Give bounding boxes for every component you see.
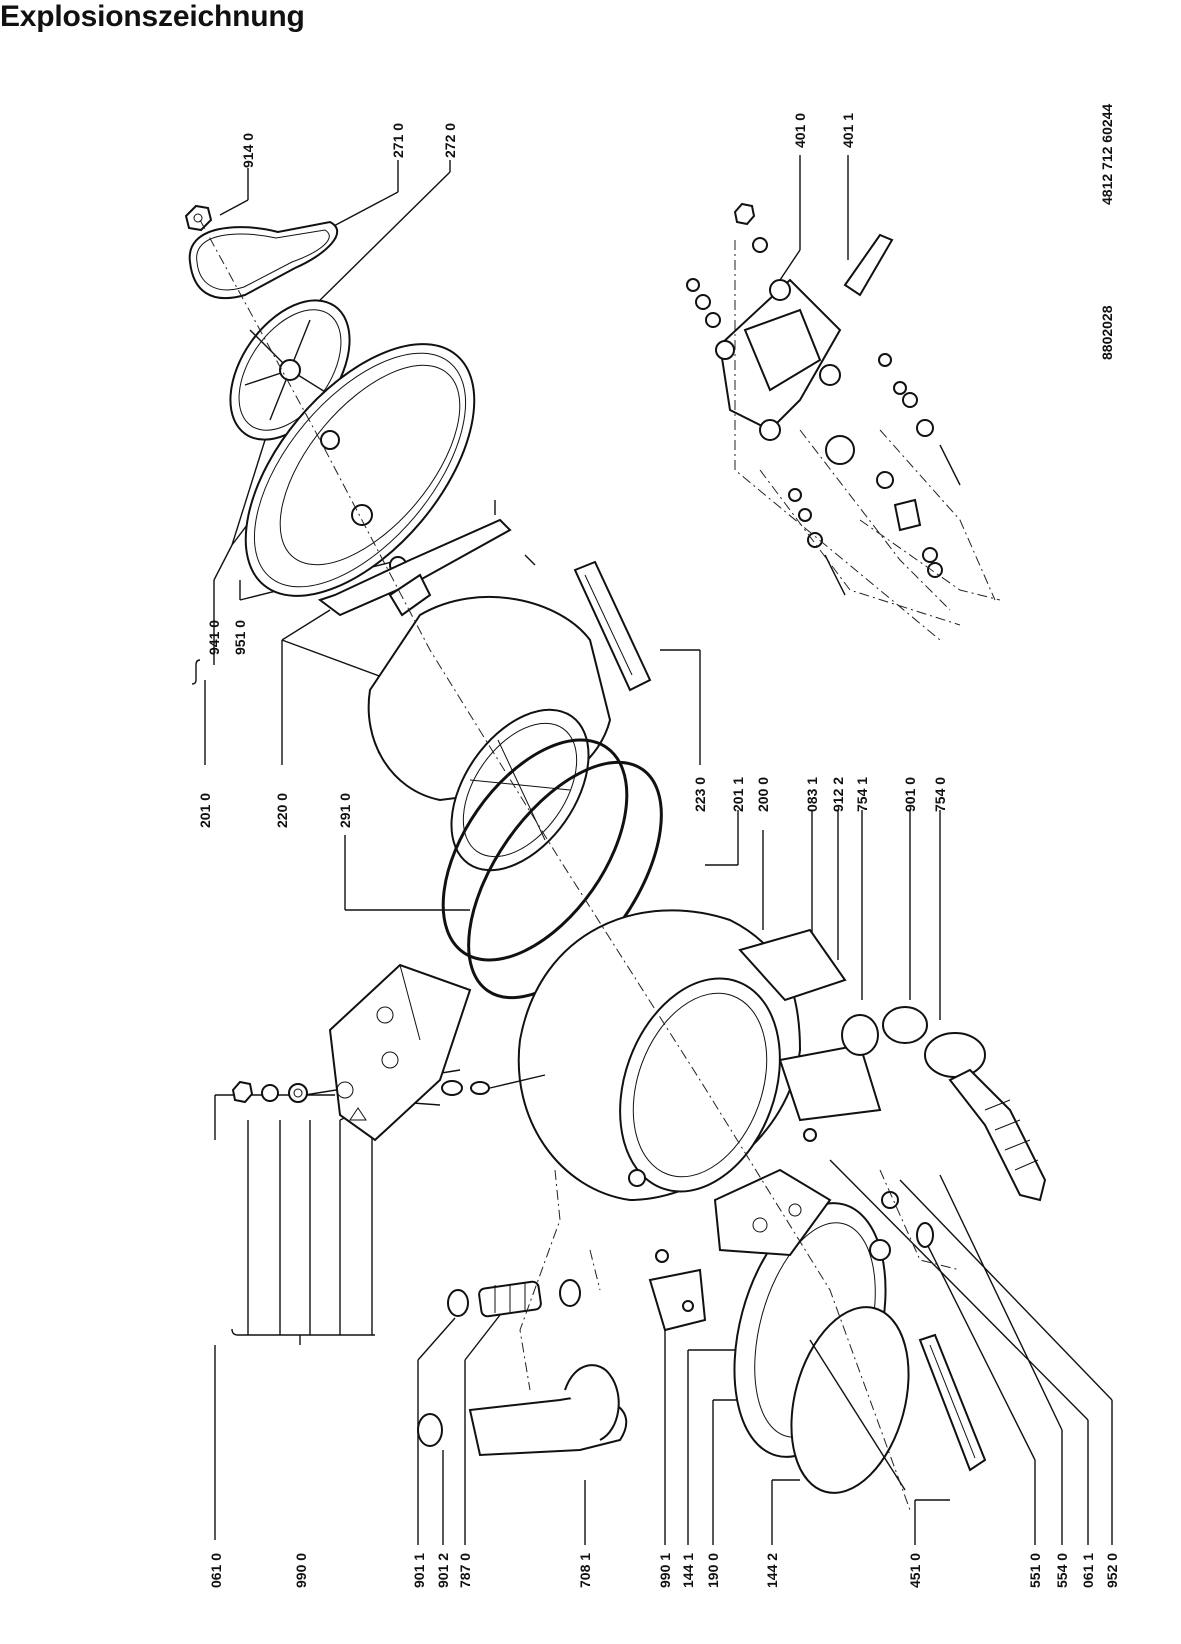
label-754-0: 754 0 bbox=[932, 777, 948, 812]
small-fittings bbox=[869, 1191, 934, 1261]
label-061-1: 061 1 bbox=[1080, 1553, 1096, 1588]
label-083-1: 083 1 bbox=[804, 777, 820, 812]
label-401-1: 401 1 bbox=[840, 113, 856, 148]
label-220-0: 220 0 bbox=[274, 793, 290, 828]
page-title: Explosionszeichnung bbox=[0, 0, 305, 33]
label-200-0: 200 0 bbox=[755, 777, 771, 812]
rear-tub-half bbox=[244, 343, 476, 597]
label-271-0: 271 0 bbox=[390, 123, 406, 158]
drive-belt bbox=[188, 220, 338, 300]
counterweight bbox=[328, 963, 472, 1142]
doc-number: 8802028 bbox=[1099, 305, 1115, 360]
label-451-0: 451 0 bbox=[907, 1553, 923, 1588]
label-401-0: 401 0 bbox=[792, 113, 808, 148]
label-272-0: 272 0 bbox=[442, 123, 458, 158]
label-201-0: 201 0 bbox=[197, 793, 213, 828]
hose-clamp bbox=[841, 1006, 928, 1056]
label-754-1: 754 1 bbox=[854, 777, 870, 812]
motor-fasteners bbox=[686, 202, 961, 596]
label-061-0: 061 0 bbox=[208, 1553, 224, 1588]
label-708-1: 708 1 bbox=[577, 1553, 593, 1588]
small-bracket bbox=[648, 1249, 707, 1332]
label-901-1: 901 1 bbox=[411, 1553, 427, 1588]
label-912-2: 912 2 bbox=[830, 777, 846, 812]
label-551-0: 551 0 bbox=[1027, 1553, 1043, 1588]
part-number-reference: 4812 712 60244 bbox=[1099, 104, 1115, 205]
drum-spider bbox=[317, 500, 536, 617]
part-labels: 061 0 990 0 901 1 901 2 787 0 708 1 990 … bbox=[197, 113, 1120, 1588]
label-144-1: 144 1 bbox=[680, 1553, 696, 1588]
drain-hose bbox=[447, 1279, 581, 1318]
label-952-0: 952 0 bbox=[1104, 1553, 1120, 1588]
assembly-axis-lines bbox=[199, 219, 961, 1511]
label-901-0: 901 0 bbox=[902, 777, 918, 812]
motor-assembly bbox=[715, 233, 894, 465]
label-787-0: 787 0 bbox=[457, 1553, 473, 1588]
clamp-plate bbox=[713, 1168, 832, 1257]
tub-front bbox=[517, 909, 882, 1202]
label-291-0: 291 0 bbox=[337, 793, 353, 828]
heater-element bbox=[918, 1333, 987, 1472]
bellows-hose bbox=[924, 1032, 1047, 1202]
counterweight-fasteners bbox=[231, 1074, 546, 1104]
door-seal bbox=[733, 1202, 910, 1494]
label-190-0: 190 0 bbox=[705, 1553, 721, 1588]
label-144-2: 144 2 bbox=[764, 1553, 780, 1588]
belt-nut bbox=[184, 204, 213, 232]
label-941-0: 941 0 bbox=[206, 620, 222, 655]
label-554-0: 554 0 bbox=[1054, 1553, 1070, 1588]
label-990-0: 990 0 bbox=[293, 1553, 309, 1588]
label-201-1: 201 1 bbox=[730, 777, 746, 812]
motor-dashed-guides bbox=[734, 240, 1001, 641]
label-990-1: 990 1 bbox=[657, 1553, 673, 1588]
drum-baffle bbox=[573, 560, 652, 692]
label-223-0: 223 0 bbox=[692, 777, 708, 812]
label-914-0: 914 0 bbox=[240, 133, 256, 168]
label-951-0: 951 0 bbox=[232, 620, 248, 655]
perforated-drum bbox=[367, 596, 612, 872]
sump-pipe bbox=[417, 1364, 628, 1457]
label-901-2: 901 2 bbox=[435, 1553, 451, 1588]
